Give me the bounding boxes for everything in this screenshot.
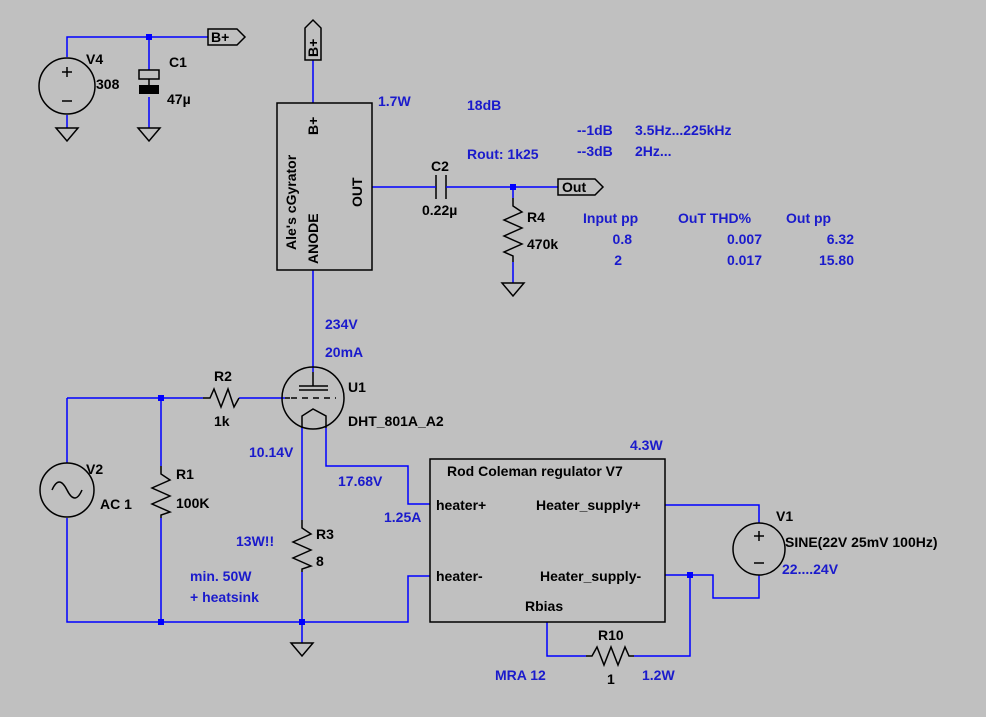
v1-range-annotation: 22....24V	[782, 561, 839, 577]
gyrator-power-annotation: 1.7W	[378, 93, 411, 109]
table-cell: 0.007	[727, 231, 762, 247]
r3-value: 8	[316, 553, 324, 569]
r1-resistor: R1 100K	[150, 466, 209, 518]
wires	[66, 36, 760, 657]
r10-name: R10	[598, 627, 624, 643]
regulator-pin-heater-plus: heater+	[436, 497, 486, 513]
c1-name: C1	[169, 54, 187, 70]
anode-voltage-annotation: 234V	[325, 316, 358, 332]
cathode-voltage-annotation: 10.14V	[249, 444, 294, 460]
junction-dots	[146, 34, 693, 625]
table-cell: 0.017	[727, 252, 762, 268]
table-cell: 15.80	[819, 252, 854, 268]
u1-name: U1	[348, 379, 366, 395]
gyrator-pin-anode: ANODE	[305, 213, 321, 264]
r3-power-annotation: 13W!!	[236, 533, 274, 549]
u1-triode: U1 DHT_801A_A2	[281, 366, 444, 430]
bplus-flag-gyrator-label: B+	[305, 39, 321, 57]
bw-1db-range: 3.5Hz...225kHz	[635, 122, 732, 138]
r10-resistor: R10 1	[586, 627, 634, 687]
table-header-out-pp: Out pp	[786, 210, 831, 226]
heater-current-annotation: 1.25A	[384, 509, 421, 525]
v2-name: V2	[86, 461, 103, 477]
bplus-flag-top-label: B+	[211, 29, 229, 45]
v4-value: 308	[96, 76, 120, 92]
out-flag: Out	[557, 178, 605, 196]
bplus-flag-gyrator: B+	[304, 18, 322, 61]
v1-source: V1 SINE(22V 25mV 100Hz)	[732, 508, 938, 576]
regulator-title: Rod Coleman regulator V7	[447, 463, 623, 479]
r3-name: R3	[316, 526, 334, 542]
v4-name: V4	[86, 51, 103, 67]
measurement-table: Input pp OuT THD% Out pp 0.8 0.007 6.32 …	[583, 210, 854, 268]
r3-note-line2: + heatsink	[190, 589, 259, 605]
gyrator-pin-bplus: B+	[305, 117, 321, 135]
gain-annotation: 18dB	[467, 97, 501, 113]
ground-symbols	[54, 127, 526, 658]
r4-value: 470k	[527, 236, 558, 252]
out-flag-label: Out	[562, 179, 586, 195]
r10-power-annotation: 1.2W	[642, 667, 675, 683]
bw-3db-label: --3dB	[577, 143, 613, 159]
c2-value: 0.22µ	[422, 202, 457, 218]
regulator-pin-rbias: Rbias	[525, 598, 563, 614]
r2-resistor: R2 1k	[203, 368, 240, 429]
r4-name: R4	[527, 209, 545, 225]
v1-name: V1	[776, 508, 793, 524]
regulator-block: Rod Coleman regulator V7 heater+ heater-…	[429, 458, 666, 623]
table-header-thd: OuT THD%	[678, 210, 752, 226]
table-cell: 2	[614, 252, 622, 268]
r1-value: 100K	[176, 495, 209, 511]
c2-capacitor: C2 0.22µ	[422, 158, 457, 218]
r3-resistor: R3 8	[291, 520, 334, 572]
table-header-input-pp: Input pp	[583, 210, 638, 226]
v2-source: V2 AC 1	[39, 461, 132, 518]
table-cell: 6.32	[827, 231, 854, 247]
regulator-power-annotation: 4.3W	[630, 437, 663, 453]
v1-value: SINE(22V 25mV 100Hz)	[785, 534, 938, 550]
r1-name: R1	[176, 466, 194, 482]
c1-capacitor: C1 47µ	[138, 54, 191, 107]
table-cell: 0.8	[613, 231, 633, 247]
v2-value: AC 1	[100, 496, 132, 512]
bw-3db-range: 2Hz...	[635, 143, 672, 159]
regulator-pin-supply-plus: Heater_supply+	[536, 497, 641, 513]
r3-note-line1: min. 50W	[190, 568, 252, 584]
annotations: 1.7W 18dB Rout: 1k25 --1dB 3.5Hz...225kH…	[190, 93, 839, 683]
bplus-flag-top: B+	[207, 28, 247, 46]
r2-value: 1k	[214, 413, 230, 429]
r2-name: R2	[214, 368, 232, 384]
bw-1db-label: --1dB	[577, 122, 613, 138]
anode-current-annotation: 20mA	[325, 344, 363, 360]
heater-voltage-annotation: 17.68V	[338, 473, 383, 489]
r4-resistor: R4 470k	[502, 198, 558, 262]
regulator-pin-heater-minus: heater-	[436, 568, 483, 584]
c1-value: 47µ	[167, 91, 191, 107]
r10-value: 1	[607, 671, 615, 687]
gyrator-title: Ale's cGyrator	[283, 154, 299, 250]
v4-source: V4 308	[38, 51, 120, 115]
u1-value: DHT_801A_A2	[348, 413, 444, 429]
r10-part-annotation: MRA 12	[495, 667, 546, 683]
gyrator-block: Ale's cGyrator ANODE B+ OUT	[276, 102, 373, 271]
gyrator-pin-out: OUT	[349, 177, 365, 207]
regulator-pin-supply-minus: Heater_supply-	[540, 568, 641, 584]
c2-name: C2	[431, 158, 449, 174]
rout-annotation: Rout: 1k25	[467, 146, 539, 162]
